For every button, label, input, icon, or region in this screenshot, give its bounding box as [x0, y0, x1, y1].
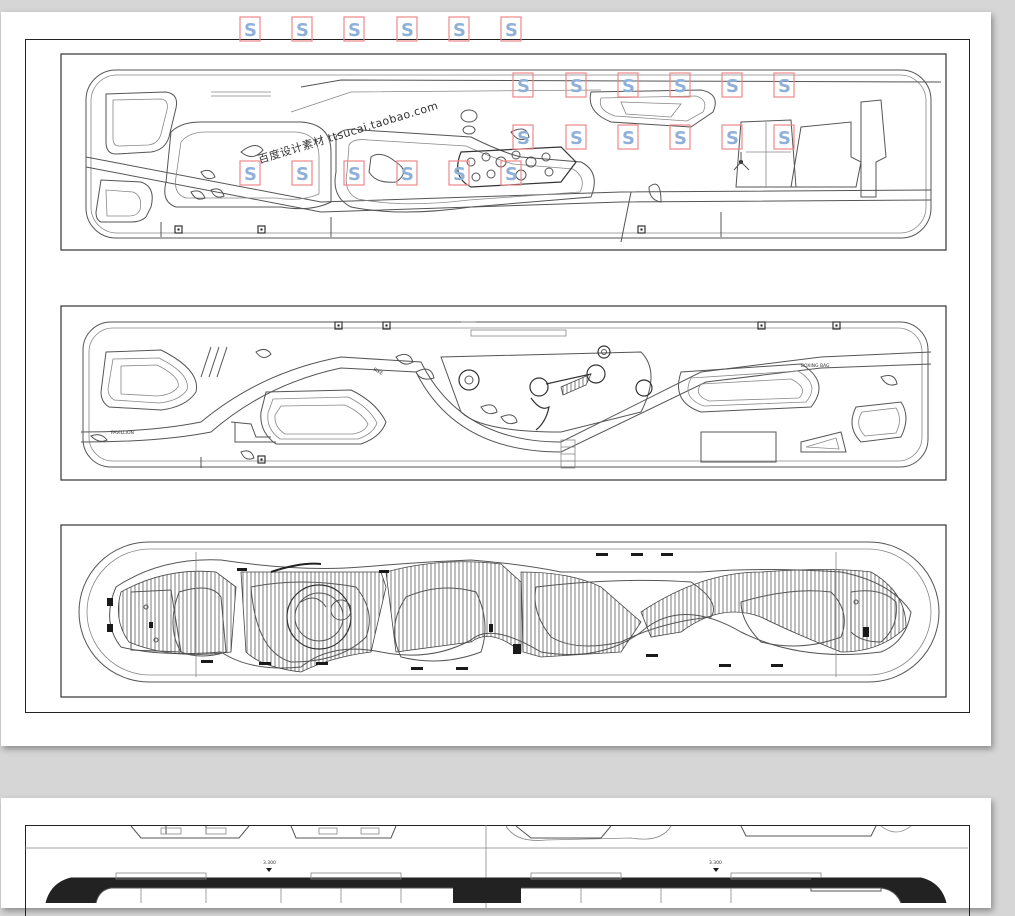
- svg-text:S: S: [296, 164, 309, 185]
- watermark-icon: S: [396, 16, 418, 42]
- svg-text:S: S: [778, 128, 791, 149]
- watermark-icon: S: [721, 72, 743, 98]
- watermark-icon: S: [500, 160, 522, 186]
- svg-text:S: S: [348, 164, 361, 185]
- svg-text:S: S: [726, 76, 739, 97]
- watermark-icon: S: [239, 16, 261, 42]
- watermark-icon: S: [617, 124, 639, 150]
- watermark-icon: S: [343, 160, 365, 186]
- svg-text:S: S: [296, 20, 309, 41]
- watermark-icon: S: [396, 160, 418, 186]
- site-plan-3: [60, 524, 947, 698]
- watermark-icon: S: [512, 72, 534, 98]
- watermark-icon: S: [565, 124, 587, 150]
- svg-text:S: S: [517, 76, 530, 97]
- drawing-sheet-1: PAVILLION BIKE BOXING BAG: [1, 12, 991, 746]
- watermark-icon: S: [500, 16, 522, 42]
- watermark-icon: S: [343, 16, 365, 42]
- site-plans-svg: PAVILLION BIKE BOXING BAG: [60, 53, 947, 698]
- level-2: 3.300: [709, 860, 722, 866]
- watermark-icon: S: [721, 124, 743, 150]
- watermark-icon: S: [565, 72, 587, 98]
- svg-text:S: S: [570, 128, 583, 149]
- svg-text:S: S: [505, 164, 518, 185]
- site-plan-1: [60, 53, 947, 251]
- svg-text:S: S: [778, 76, 791, 97]
- svg-text:S: S: [453, 20, 466, 41]
- watermark-icon: S: [448, 16, 470, 42]
- svg-text:S: S: [570, 76, 583, 97]
- plan2-label-right: BOXING BAG: [801, 363, 830, 369]
- watermark-icon: S: [773, 124, 795, 150]
- site-plan-2: PAVILLION BIKE BOXING BAG: [60, 305, 947, 481]
- watermark-icon: S: [617, 72, 639, 98]
- svg-text:S: S: [622, 76, 635, 97]
- svg-text:S: S: [401, 164, 414, 185]
- watermark-icon: S: [669, 124, 691, 150]
- drawing-frame-1: [25, 39, 970, 713]
- svg-text:S: S: [401, 20, 414, 41]
- svg-text:S: S: [674, 128, 687, 149]
- svg-text:S: S: [726, 128, 739, 149]
- svg-text:S: S: [244, 20, 257, 41]
- level-1: 3.300: [263, 860, 276, 866]
- drawing-frame-2: [25, 825, 970, 916]
- watermark-icon: S: [448, 160, 470, 186]
- svg-text:S: S: [517, 128, 530, 149]
- watermark-icon: S: [291, 16, 313, 42]
- svg-text:S: S: [453, 164, 466, 185]
- watermark-icon: S: [512, 124, 534, 150]
- svg-text:S: S: [622, 128, 635, 149]
- watermark-icon: S: [669, 72, 691, 98]
- watermark-icon: S: [773, 72, 795, 98]
- elevation-svg: 3.300 3.300: [25, 825, 968, 908]
- plan2-label-left: PAVILLION: [111, 430, 134, 436]
- drawing-sheet-2: 3.300 3.300: [1, 798, 991, 916]
- svg-text:S: S: [505, 20, 518, 41]
- watermark-icon: S: [291, 160, 313, 186]
- plan2-label-mid: BIKE: [372, 367, 384, 377]
- svg-text:S: S: [244, 164, 257, 185]
- watermark-icon: S: [239, 160, 261, 186]
- svg-text:S: S: [674, 76, 687, 97]
- svg-text:S: S: [348, 20, 361, 41]
